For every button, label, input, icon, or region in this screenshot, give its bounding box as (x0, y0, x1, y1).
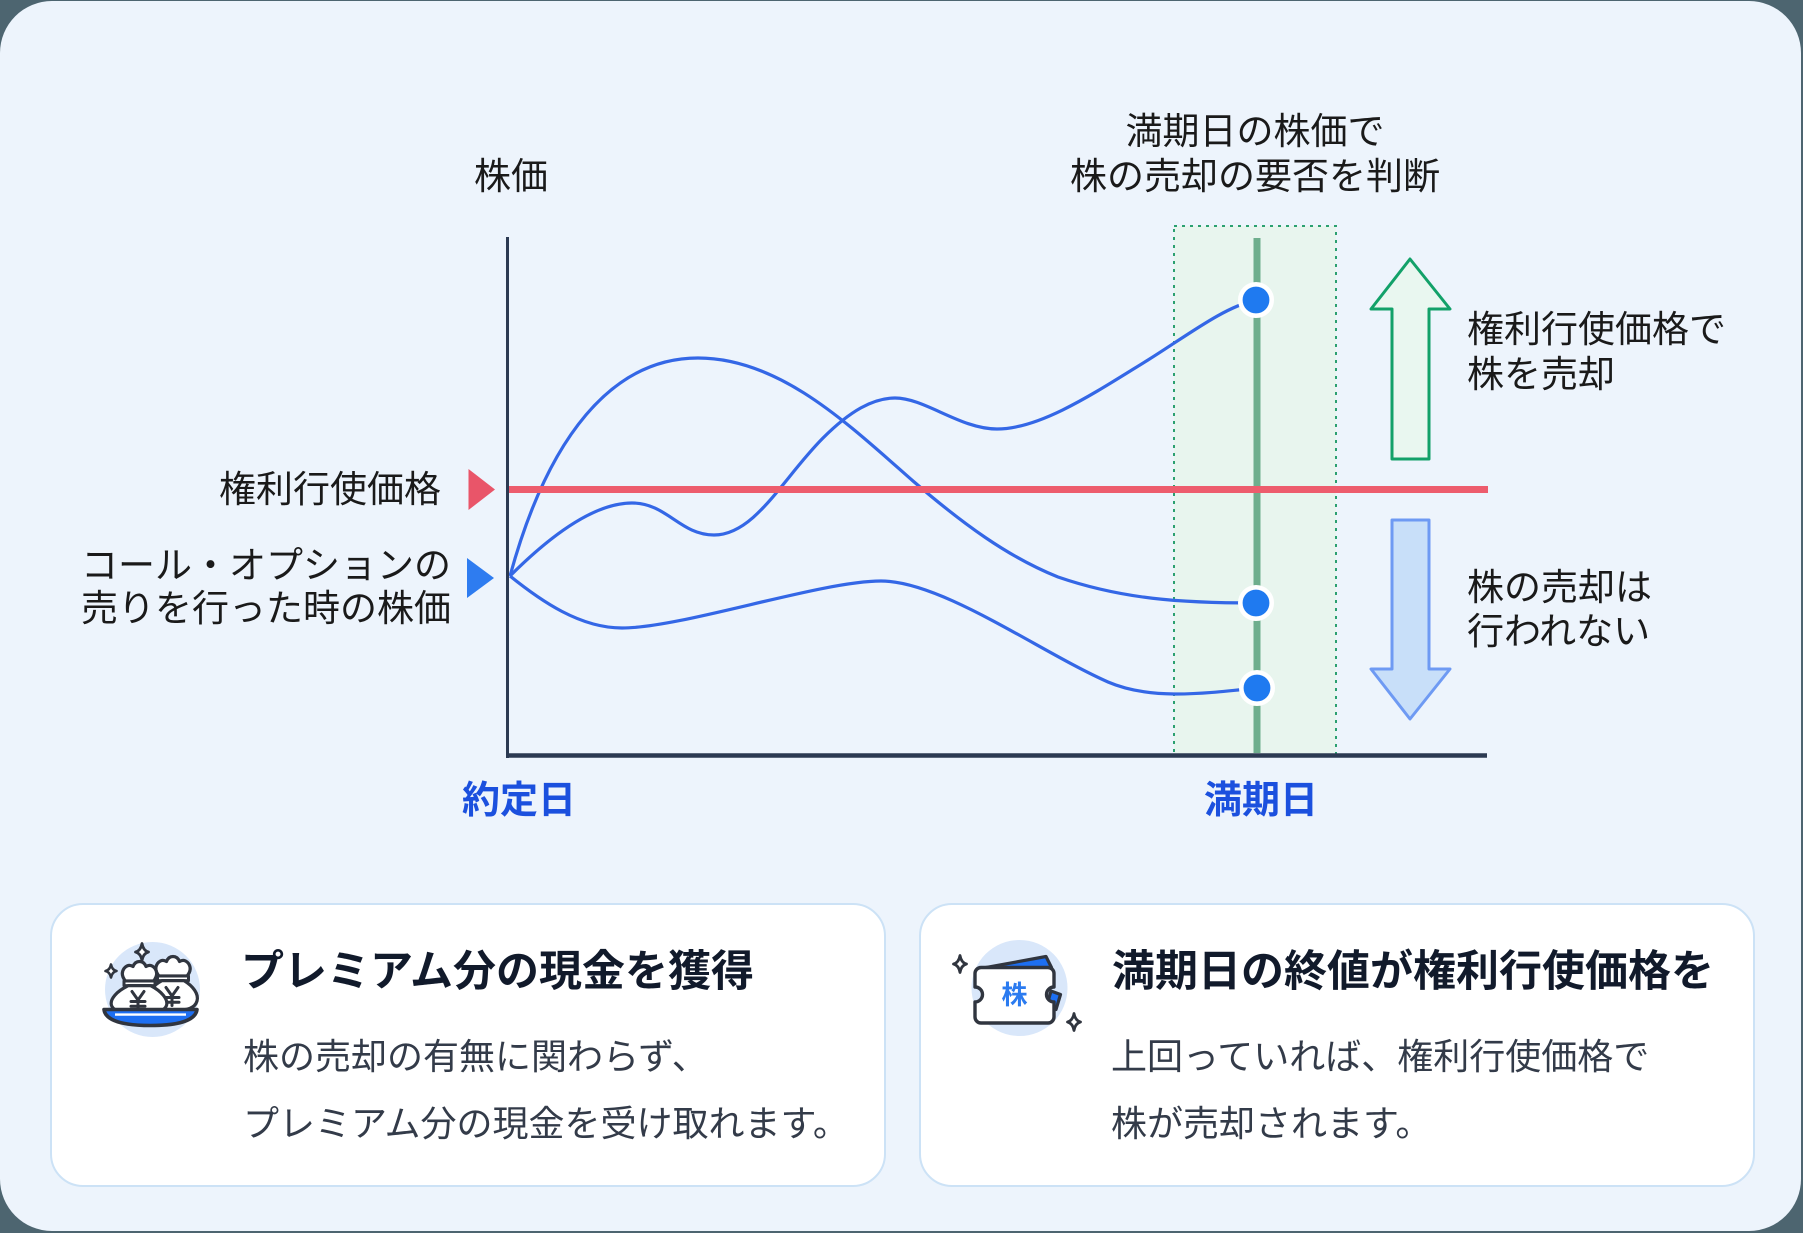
svg-text:株: 株 (1001, 980, 1027, 1010)
